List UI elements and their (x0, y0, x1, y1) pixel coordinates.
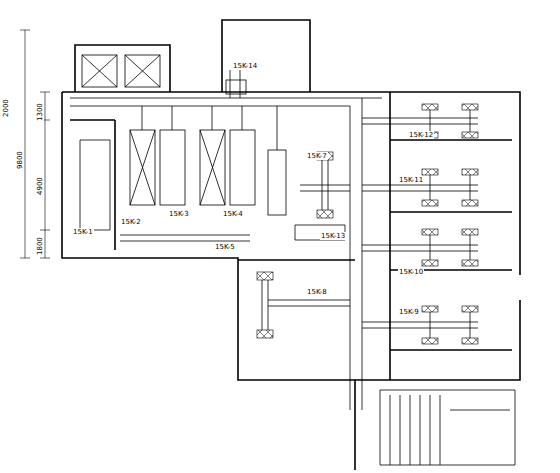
unit-tag: 15K-12 (408, 131, 434, 139)
unit-tag: 15K-9 (398, 308, 420, 316)
unit-tag: 15K-14 (232, 62, 258, 70)
dimension: 1800 (36, 236, 44, 256)
unit-tag: 15K-7 (306, 152, 328, 160)
unit-tag: 15K-11 (398, 176, 424, 184)
unit-tag: 15K-4 (222, 210, 244, 218)
unit-tag: 15K-1 (72, 228, 94, 236)
dimension: 9800 (16, 150, 24, 170)
dimension: 1300 (36, 102, 44, 122)
unit-tag: 15K-13 (320, 232, 346, 240)
unit-tag: 15K-8 (306, 288, 328, 296)
unit-tag: 15K-3 (168, 210, 190, 218)
unit-tag: 15K-5 (214, 243, 236, 251)
dimension: 2000 (2, 98, 10, 118)
dimension: 4900 (36, 176, 44, 196)
unit-tag: 15K-2 (120, 218, 142, 226)
unit-tag: 15K-10 (398, 268, 424, 276)
